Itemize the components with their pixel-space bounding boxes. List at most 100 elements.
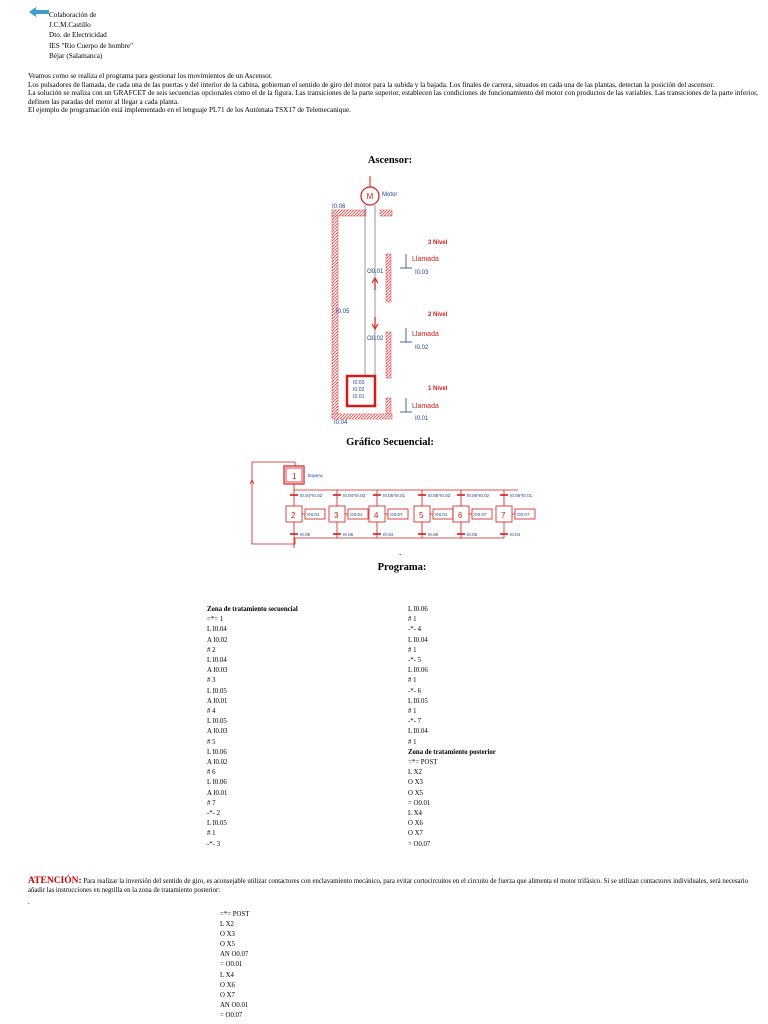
shaft-top-right	[379, 209, 393, 217]
svg-text:I0.03: I0.03	[415, 270, 429, 276]
intro-paragraph: Los pulsadores de llamada, de cada una d…	[28, 80, 715, 89]
cabin-button-label: I0.02	[353, 387, 365, 393]
program-column-1: Zona de tratamiento secuencial =*= 1 L I0.…	[207, 605, 298, 850]
program-line: L X4	[220, 971, 234, 979]
program-line: -*- 4	[408, 626, 422, 634]
svg-text:I0.02: I0.02	[415, 345, 429, 351]
intro-text: Veamos como se realiza el programa para …	[28, 72, 763, 115]
grafcet-step: 3	[334, 511, 339, 520]
cabin-button-label: I0.01	[353, 394, 365, 400]
ascensor-diagram: M Motor I0.06 I0.03 I0.02 I0.01 3 Nivel …	[331, 176, 448, 426]
program-line: O X3	[408, 779, 423, 787]
grafcet-transition: I0.04	[510, 532, 521, 537]
grafcet-step: 7	[501, 511, 506, 520]
credit-line: Béjar (Salamanca)	[49, 51, 103, 60]
program-line: O X5	[408, 789, 423, 797]
program-line: -*- 5	[408, 657, 422, 665]
program-line: # 5	[207, 738, 216, 746]
program-line: L I0.06	[408, 606, 428, 613]
grafcet-step: 4	[374, 511, 379, 520]
grafcet-transition: I0.04*I0.02	[300, 493, 323, 498]
program-line: # 6	[207, 769, 216, 777]
shaft-floor	[331, 413, 393, 420]
svg-text:Llamada: Llamada	[412, 403, 439, 410]
program-line: # 2	[207, 646, 216, 654]
programa-title: Programa:	[377, 562, 427, 573]
intro-paragraph: Veamos como se realiza el programa para …	[28, 72, 273, 80]
grafcet-action: O0.07	[390, 512, 403, 517]
program-line: A I0.01	[207, 789, 228, 797]
program-line: # 1	[408, 738, 417, 746]
floor-name: 2 Nivel	[428, 312, 448, 318]
dot: .	[28, 898, 30, 906]
grafcet-transition: I0.05	[467, 532, 478, 537]
grafcet-transition: I0.04	[383, 532, 394, 537]
program-line: O X5	[220, 941, 235, 949]
program-line: A I0.02	[207, 759, 228, 767]
program-line: O X6	[408, 820, 423, 828]
program-line: = O0.07	[220, 1011, 243, 1019]
program-line: # 1	[207, 830, 216, 838]
credit-line: IES "Río Cuerpo de hombre"	[49, 41, 134, 50]
program-line: Zona de tratamiento secuencial	[207, 606, 298, 613]
program-line: O X7	[408, 830, 423, 838]
program-line: L I0.04	[207, 626, 227, 634]
intro-paragraph: La solución se realiza con un GRAFCET de…	[28, 89, 758, 106]
program-line: L I0.05	[408, 697, 428, 705]
program-line: -*- 7	[408, 718, 422, 726]
shaft-top-left	[331, 209, 367, 217]
floor2-wall	[385, 331, 392, 379]
grafcet-action: O0.01	[350, 512, 363, 517]
program-line: =*= 1	[207, 616, 224, 624]
program-line: AN O0.01	[220, 1001, 249, 1009]
program-line: L X4	[408, 810, 422, 818]
program-line: Zona de tratamiento posterior	[408, 748, 496, 756]
program-line: O X6	[220, 981, 235, 989]
grafcet-transition: I0.05*I0.03	[428, 493, 451, 498]
program-line: = O0.07	[408, 840, 431, 848]
program-line: L I0.04	[408, 636, 428, 644]
grafcet-step: 5	[419, 511, 424, 520]
program-line: =*= POST	[220, 911, 250, 918]
grafcet-initial-label: Espera	[308, 473, 323, 478]
attention-note: ATENCIÓN: Para realizar la inversión del…	[28, 876, 758, 895]
grafcet-transition: I0.06	[343, 532, 354, 537]
svg-text:Llamada: Llamada	[412, 256, 439, 263]
grafcet-action: O0.07	[517, 512, 530, 517]
program-column-2: L I0.06 # 1 -*- 4 L I0.04 # 1 -*- 5 L I0.06 # 1…	[408, 605, 496, 850]
grafcet-step: 6	[458, 511, 463, 520]
program-line: O X7	[220, 991, 235, 999]
intro-paragraph: El ejemplo de programación está implemen…	[28, 106, 351, 115]
back-arrow-icon[interactable]	[28, 6, 50, 18]
program-line: AN O0.07	[220, 951, 249, 959]
program-line: L X2	[220, 921, 234, 929]
dot: .	[399, 547, 402, 557]
program-line: L I0.04	[408, 728, 428, 736]
program-line: A I0.03	[207, 728, 228, 736]
program-line: L I0.06	[408, 667, 428, 675]
credit-line: J.C.M.Castillo	[49, 21, 91, 30]
program-line: # 1	[408, 677, 417, 685]
call-button-floor3: Llamada I0.03	[400, 254, 439, 276]
cabin-button-label: I0.03	[353, 380, 365, 386]
program-line: L I0.06	[207, 779, 227, 787]
program-line: A I0.02	[207, 636, 228, 644]
call-button-floor1: Llamada I0.01	[400, 398, 439, 422]
up-arrow-icon	[371, 276, 379, 290]
svg-text:M: M	[367, 192, 374, 201]
down-arrow-icon	[371, 317, 379, 331]
attention-text: Para realizar la inversión del sentido d…	[28, 878, 749, 894]
program-line: L I0.05	[207, 718, 227, 726]
floor-name: 1 Nivel	[428, 386, 448, 392]
grafcet-transition: I0.05*I0.01	[383, 493, 406, 498]
svg-text:I0.01: I0.01	[415, 416, 429, 422]
floor-sensor-label: O0.02	[367, 336, 384, 342]
svg-text:Llamada: Llamada	[412, 331, 439, 338]
program-line: # 4	[207, 708, 216, 716]
ascensor-title: Ascensor:	[367, 155, 413, 166]
program-line: L X2	[408, 769, 422, 777]
program-line: O X3	[220, 931, 235, 939]
program-line: # 1	[408, 616, 417, 624]
credit-block: Colaboración de J.C.M.Castillo Dto. de E…	[49, 10, 133, 61]
